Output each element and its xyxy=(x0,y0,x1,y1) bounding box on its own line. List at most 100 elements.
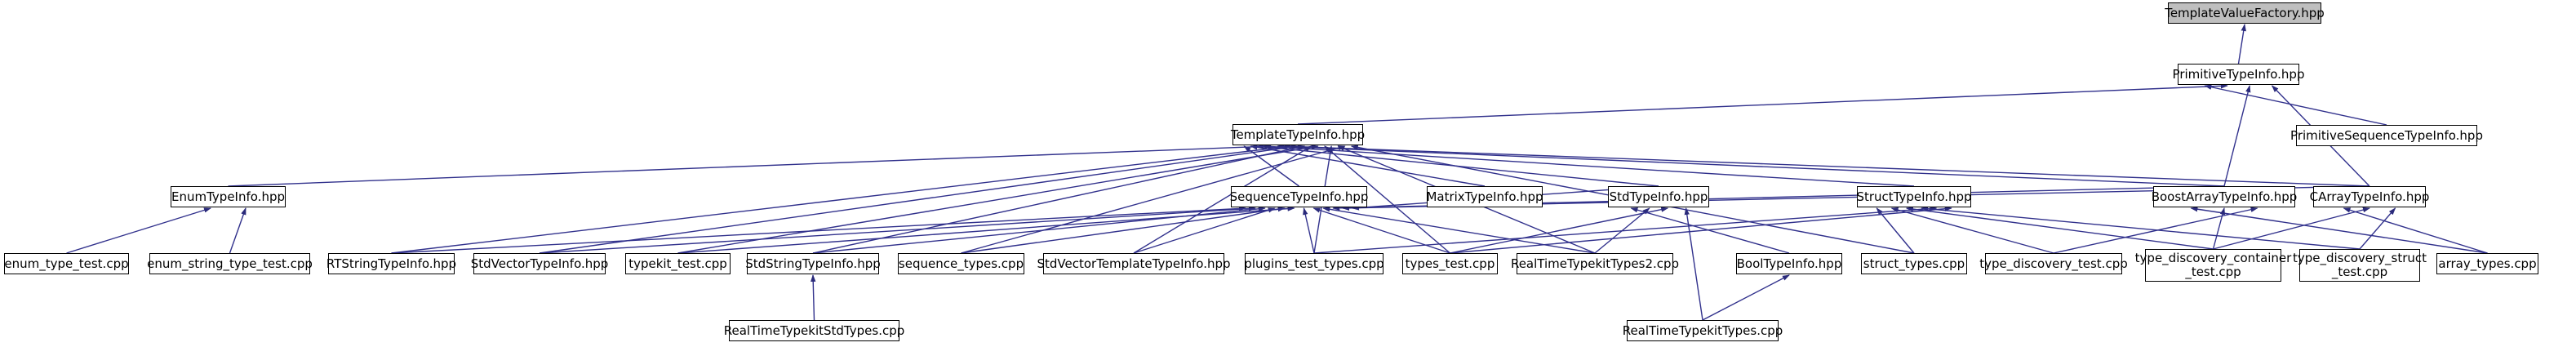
graph-edge-type_discovery_container_test-to-carray_type_info xyxy=(2213,207,2370,250)
graph-node-real_time_typekit_types2[interactable]: RealTimeTypekitTypes2.cpp xyxy=(1511,253,1679,274)
graph-node-std_string_type_info[interactable]: StdStringTypeInfo.hpp xyxy=(745,253,881,274)
graph-node-primitive_type_info[interactable]: PrimitiveTypeInfo.hpp xyxy=(2173,64,2304,85)
graph-node-primitive_sequence_type_info[interactable]: PrimitiveSequenceTypeInfo.hpp xyxy=(2290,125,2483,146)
graph-edge-plugins_test_types-to-sequence_type_info xyxy=(1303,207,1315,254)
graph-node-enum_type_info[interactable]: EnumTypeInfo.hpp xyxy=(171,186,286,207)
graph-edge-real_time_typekit_types-to-bool_type_info xyxy=(1702,274,1790,321)
graph-node-label: StdVectorTypeInfo.hpp xyxy=(470,256,609,271)
graph-edge-primitive_sequence_type_info-to-primitive_type_info xyxy=(2204,84,2387,126)
graph-node-label: RealTimeTypekitStdTypes.cpp xyxy=(723,323,905,338)
graph-node-boost_array_type_info[interactable]: BoostArrayTypeInfo.hpp xyxy=(2151,186,2298,207)
graph-node-type_discovery_test[interactable]: type_discovery_test.cpp xyxy=(1979,253,2128,274)
graph-node-label: type_discovery_test.cpp xyxy=(1979,256,2128,271)
graph-edge-rtstring_type_info-to-sequence_type_info xyxy=(391,206,1246,254)
graph-node-label: plugins_test_types.cpp xyxy=(1244,256,1384,271)
graph-edge-types_test-to-struct_type_info xyxy=(1450,206,1952,254)
graph-edge-std_vector_template_type_info-to-sequence_type_info xyxy=(1133,207,1276,254)
graph-node-type_discovery_container_test[interactable]: type_discovery_container _test.cpp xyxy=(2135,249,2291,282)
graph-node-plugins_test_types[interactable]: plugins_test_types.cpp xyxy=(1244,253,1384,274)
graph-node-std_vector_template_type_info[interactable]: StdVectorTemplateTypeInfo.hpp xyxy=(1037,253,1231,274)
graph-edge-sequence_type_info-to-template_type_info xyxy=(1243,145,1299,187)
graph-node-template_value_factory[interactable]: TemplateValueFactory.hpp xyxy=(2165,2,2325,24)
graph-edge-std_type_info-to-template_type_info xyxy=(1256,144,1659,187)
graph-node-struct_types[interactable]: struct_types.cpp xyxy=(1861,253,1967,274)
graph-edge-array_types-to-carray_type_info xyxy=(2343,207,2488,254)
graph-node-label: MatrixTypeInfo.hpp xyxy=(1426,189,1543,204)
graph-edge-std_vector_type_info-to-template_type_info xyxy=(539,144,1299,254)
graph-node-label: RealTimeTypekitTypes2.cpp xyxy=(1510,256,1680,271)
graph-node-types_test[interactable]: types_test.cpp xyxy=(1402,253,1498,274)
graph-edge-types_test-to-sequence_type_info xyxy=(1312,207,1450,254)
graph-node-sequence_types[interactable]: sequence_types.cpp xyxy=(898,253,1024,274)
graph-edge-boost_array_type_info-to-primitive_type_info xyxy=(2223,85,2251,187)
graph-node-label: StdTypeInfo.hpp xyxy=(1609,189,1708,204)
graph-edge-typekit_test-to-sequence_type_info xyxy=(677,206,1295,254)
graph-edge-sequence_types-to-sequence_type_info xyxy=(961,206,1286,254)
graph-node-sequence_type_info[interactable]: SequenceTypeInfo.hpp xyxy=(1229,186,1369,207)
graph-node-label: StdVectorTemplateTypeInfo.hpp xyxy=(1037,256,1231,271)
graph-edge-carray_type_info-to-template_type_info xyxy=(1283,144,2370,187)
graph-edge-real_time_typekit_types2-to-sequence_type_info xyxy=(1322,207,1596,254)
graph-edge-std_string_type_info-to-sequence_type_info xyxy=(812,206,1266,254)
graph-edge-type_discovery_container_test-to-struct_type_info xyxy=(1905,206,2214,250)
graph-node-std_vector_type_info[interactable]: StdVectorTypeInfo.hpp xyxy=(470,253,609,274)
graph-node-label: TemplateValueFactory.hpp xyxy=(2165,5,2325,20)
graph-edge-type_discovery_struct_test-to-struct_type_info xyxy=(1921,206,2361,250)
graph-node-label: array_types.cpp xyxy=(2438,256,2537,271)
graph-node-label: sequence_types.cpp xyxy=(898,256,1024,271)
graph-node-label: PrimitiveTypeInfo.hpp xyxy=(2172,66,2305,82)
graph-node-real_time_typekit_std_types[interactable]: RealTimeTypekitStdTypes.cpp xyxy=(724,320,904,341)
graph-node-label: enum_string_type_test.cpp xyxy=(147,256,313,271)
graph-node-typekit_test[interactable]: typekit_test.cpp xyxy=(625,253,731,274)
graph-node-label: StdStringTypeInfo.hpp xyxy=(745,256,881,271)
graph-edge-real_time_typekit_types2-to-std_type_info xyxy=(1594,207,1650,254)
graph-edge-type_discovery_test-to-struct_type_info xyxy=(1890,207,2054,254)
graph-node-label: types_test.cpp xyxy=(1405,256,1495,271)
graph-node-label: CArrayTypeInfo.hpp xyxy=(2309,189,2430,204)
graph-node-bool_type_info[interactable]: BoolTypeInfo.hpp xyxy=(1736,253,1842,274)
graph-node-carray_type_info[interactable]: CArrayTypeInfo.hpp xyxy=(2310,186,2429,207)
graph-node-label: BoolTypeInfo.hpp xyxy=(1736,256,1842,271)
graph-node-std_type_info[interactable]: StdTypeInfo.hpp xyxy=(1608,186,1709,207)
graph-edge-primitive_type_info-to-template_value_factory xyxy=(2237,24,2246,65)
graph-node-label: EnumTypeInfo.hpp xyxy=(171,189,285,204)
graph-edge-struct_types-to-struct_type_info xyxy=(1876,207,1915,254)
graph-node-template_type_info[interactable]: TemplateTypeInfo.hpp xyxy=(1231,124,1365,145)
graph-edge-plugins_test_types-to-struct_type_info xyxy=(1313,206,1938,254)
graph-node-enum_string_type_test[interactable]: enum_string_type_test.cpp xyxy=(147,253,313,274)
graph-edge-type_discovery_container_test-to-boost_array_type_info xyxy=(2212,207,2226,250)
graph-edge-rtstring_type_info-to-template_type_info xyxy=(391,144,1292,254)
graph-node-enum_type_test[interactable]: enum_type_test.cpp xyxy=(4,253,129,274)
graph-edge-array_types-to-boost_array_type_info xyxy=(2190,207,2488,254)
graph-edge-template_type_info-to-primitive_type_info xyxy=(1297,83,2228,125)
graph-edge-enum_string_type_test-to-enum_type_info xyxy=(229,207,246,254)
graph-edge-matrix_type_info-to-template_type_info xyxy=(1250,145,1486,187)
graph-edge-std_vector_type_info-to-sequence_type_info xyxy=(539,206,1256,254)
graph-node-struct_type_info[interactable]: StructTypeInfo.hpp xyxy=(1856,186,1972,207)
graph-node-label: type_discovery_struct _test.cpp xyxy=(2292,251,2427,279)
graph-node-label: RTStringTypeInfo.hpp xyxy=(326,256,457,271)
graph-node-rtstring_type_info[interactable]: RTStringTypeInfo.hpp xyxy=(326,253,457,274)
graph-node-label: type_discovery_container _test.cpp xyxy=(2134,251,2292,279)
graph-node-label: enum_type_test.cpp xyxy=(4,256,129,271)
graph-edge-enum_type_test-to-enum_type_info xyxy=(66,207,211,254)
graph-edge-types_test-to-std_type_info xyxy=(1450,207,1669,254)
graph-edge-type_discovery_struct_test-to-carray_type_info xyxy=(2359,207,2396,250)
graph-edge-boost_array_type_info-to-template_type_info xyxy=(1277,144,2225,187)
graph-node-label: RealTimeTypekitTypes.cpp xyxy=(1622,323,1783,338)
graph-edge-enum_type_info-to-template_type_info xyxy=(228,144,1272,187)
graph-node-matrix_type_info[interactable]: MatrixTypeInfo.hpp xyxy=(1426,186,1543,207)
graph-node-array_types[interactable]: array_types.cpp xyxy=(2436,253,2538,274)
graph-node-label: typekit_test.cpp xyxy=(628,256,727,271)
graph-edge-struct_type_info-to-template_type_info xyxy=(1263,144,1915,187)
graph-edge-typekit_test-to-template_type_info xyxy=(677,145,1319,254)
graph-edge-type_discovery_test-to-boost_array_type_info xyxy=(2053,207,2258,254)
graph-node-label: SequenceTypeInfo.hpp xyxy=(1229,189,1369,204)
graph-edge-bool_type_info-to-std_type_info xyxy=(1630,207,1790,254)
graph-node-label: StructTypeInfo.hpp xyxy=(1856,189,1972,204)
graph-node-real_time_typekit_types[interactable]: RealTimeTypekitTypes.cpp xyxy=(1623,320,1783,341)
graph-node-label: BoostArrayTypeInfo.hpp xyxy=(2151,189,2298,204)
graph-node-type_discovery_struct_test[interactable]: type_discovery_struct _test.cpp xyxy=(2293,249,2427,282)
